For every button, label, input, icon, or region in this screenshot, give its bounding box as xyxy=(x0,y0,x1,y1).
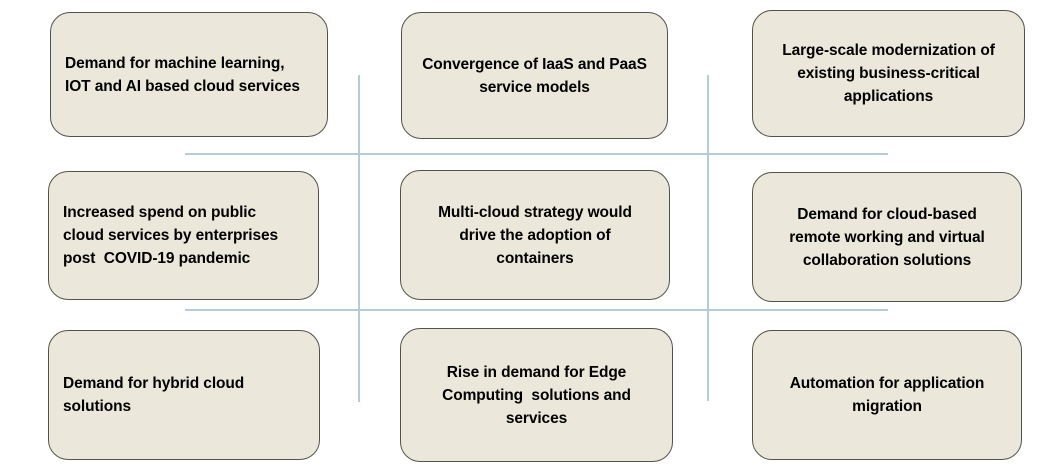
trend-box-bottom-center: Rise in demand for Edge Computing soluti… xyxy=(400,328,673,462)
trend-box-middle-left: Increased spend on public cloud services… xyxy=(48,171,319,300)
trend-box-label: Increased spend on public cloud services… xyxy=(63,204,279,267)
grid-line-horizontal-top xyxy=(185,153,888,155)
grid-line-horizontal-bottom xyxy=(185,309,888,311)
trend-box-middle-center: Multi-cloud strategy would drive the ado… xyxy=(400,170,670,300)
grid-line-vertical-right xyxy=(707,75,709,401)
grid-line-vertical-left xyxy=(358,75,360,402)
trend-box-top-center: Convergence of IaaS and PaaS service mod… xyxy=(401,12,668,139)
trend-box-label: Automation for application migration xyxy=(789,375,985,415)
trend-box-label: Convergence of IaaS and PaaS service mod… xyxy=(422,55,647,96)
trend-box-label: Large-scale modernization of existing bu… xyxy=(782,42,995,105)
trend-box-label: Multi-cloud strategy would drive the ado… xyxy=(438,203,632,267)
trend-box-label: Demand for hybrid cloud solutions xyxy=(63,375,245,415)
trend-box-top-left: Demand for machine learning, IOT and AI … xyxy=(50,12,328,137)
trend-box-bottom-right: Automation for application migration xyxy=(752,330,1022,460)
trend-box-top-right: Large-scale modernization of existing bu… xyxy=(752,10,1025,137)
trend-box-label: Rise in demand for Edge Computing soluti… xyxy=(442,363,631,427)
trend-box-label: Demand for cloud-based remote working an… xyxy=(789,205,985,269)
trend-box-middle-right: Demand for cloud-based remote working an… xyxy=(752,172,1022,302)
trend-box-bottom-left: Demand for hybrid cloud solutions xyxy=(48,330,320,460)
trend-box-label: Demand for machine learning, IOT and AI … xyxy=(65,54,300,95)
